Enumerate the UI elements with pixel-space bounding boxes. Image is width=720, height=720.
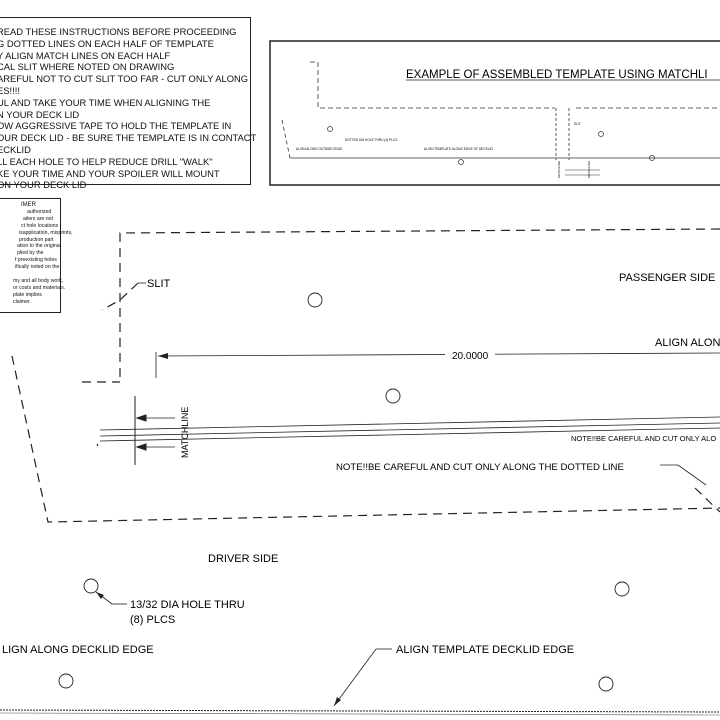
disclaimer-line: authorized (27, 208, 52, 215)
hole-circle (58, 673, 74, 689)
note-leader (660, 464, 707, 486)
instruction-line: Y ALIGN MATCH LINES ON EACH HALF (0, 49, 171, 61)
instructions-box: READ THESE INSTRUCTIONS BEFORE PROCEEDIN… (0, 17, 257, 190)
instruction-line: UL AND TAKE YOUR TIME WHEN ALIGNING THE (0, 96, 211, 108)
disclaimer-line: claimer. (13, 298, 31, 305)
hole-circle (614, 581, 630, 597)
align-along-label: ALIGN ALON (655, 337, 720, 349)
disclaimer-box: IMER authorized ailers are not ct hole l… (0, 198, 73, 313)
instruction-line: CAL SLIT WHERE NOTED ON DRAWING (0, 61, 175, 73)
disclaimer-line: ct hole locations - (21, 222, 62, 229)
disclaimer-line: ation to the original (17, 243, 61, 250)
hole-circle (598, 676, 614, 692)
hole-circle (307, 292, 323, 308)
note-large-label: NOTE!!BE CAREFUL AND CUT ONLY ALONG THE … (336, 462, 624, 473)
hole-callout-leader (95, 591, 127, 605)
instruction-line: KE YOUR TIME AND YOUR SPOILER WILL MOUNT (0, 167, 220, 179)
template-outline (11, 228, 720, 523)
example-note-hole: DOTTED DIA HOLE THRU (4) PLCS (345, 138, 397, 142)
instruction-line: ES!!!! (0, 84, 20, 96)
disclaimer-line: plate implies (13, 291, 42, 298)
slit-label: SLIT (147, 278, 171, 290)
decklid-edge-line (0, 712, 720, 716)
example-note-edge: ALIGN TEMPLATE ALONG EDGE OF DECKLID (424, 147, 493, 151)
example-note-align: ALIGN ALONG OUTSIDE EDGE (296, 147, 342, 151)
note-small-label: NOTE!!BE CAREFUL AND CUT ONLY ALO (571, 434, 716, 443)
example-matchline-1: MATCHLINE (557, 161, 561, 178)
instruction-line: LL EACH HOLE TO HELP REDUCE DRILL "WALK" (0, 155, 213, 167)
disclaimer-line: or costs and materials. (13, 284, 66, 291)
disclaimer-line: ifically noted on the (15, 264, 60, 271)
example-box: EXAMPLE OF ASSEMBLED TEMPLATE USING MATC… (269, 40, 720, 186)
instruction-line: G DOTTED LINES ON EACH HALF OF TEMPLATE (0, 37, 214, 49)
hole-callout-label: 13/32 DIA HOLE THRU (130, 599, 245, 611)
disclaimer-line: f preexisting holes (15, 257, 57, 264)
passenger-side-label: PASSENGER SIDE (619, 272, 715, 284)
disclaimer-line: plied by the (17, 250, 44, 257)
hole-circle (385, 388, 401, 404)
disclaimer-line: production part (19, 236, 54, 243)
disclaimer-line: isapplication, misprints, (19, 229, 73, 236)
disclaimer-title: IMER (21, 202, 36, 208)
disclaimer-line: my and all body work, (13, 277, 64, 284)
matchline-band (99, 396, 720, 465)
matchline-label: MATCHLINE (180, 407, 190, 458)
instruction-line: OUR DECK LID - BE SURE THE TEMPLATE IS I… (0, 132, 257, 144)
dimension-value: 20.0000 (452, 351, 489, 362)
decklid-edge-line (0, 709, 720, 713)
align-decklid-label: LIGN ALONG DECKLID EDGE (2, 644, 154, 656)
instruction-line: N YOUR DECK LID (0, 108, 80, 120)
example-matchline-2: MATCHLINE (587, 161, 591, 178)
instruction-line: OW AGGRESSIVE TAPE TO HOLD THE TEMPLATE … (0, 120, 232, 132)
disclaimer-line: ailers are not (23, 215, 53, 222)
instruction-line: ECKLID (0, 143, 31, 155)
decklid-leader (333, 648, 392, 707)
hole-circle (83, 578, 99, 594)
example-note-slit: SLIT (574, 122, 581, 126)
dimension-line: 20.0000 (155, 349, 720, 378)
driver-side-label: DRIVER SIDE (208, 553, 278, 565)
instruction-line: AREFUL NOT TO CUT SLIT TOO FAR - CUT ONL… (0, 73, 249, 85)
example-title: EXAMPLE OF ASSEMBLED TEMPLATE USING MATC… (406, 69, 708, 81)
instruction-line: ON YOUR DECK LID (0, 179, 87, 191)
align-template-label: ALIGN TEMPLATE DECKLID EDGE (396, 644, 574, 656)
instruction-line: READ THESE INSTRUCTIONS BEFORE PROCEEDIN… (0, 26, 237, 37)
hole-count-label: (8) PLCS (130, 614, 175, 626)
